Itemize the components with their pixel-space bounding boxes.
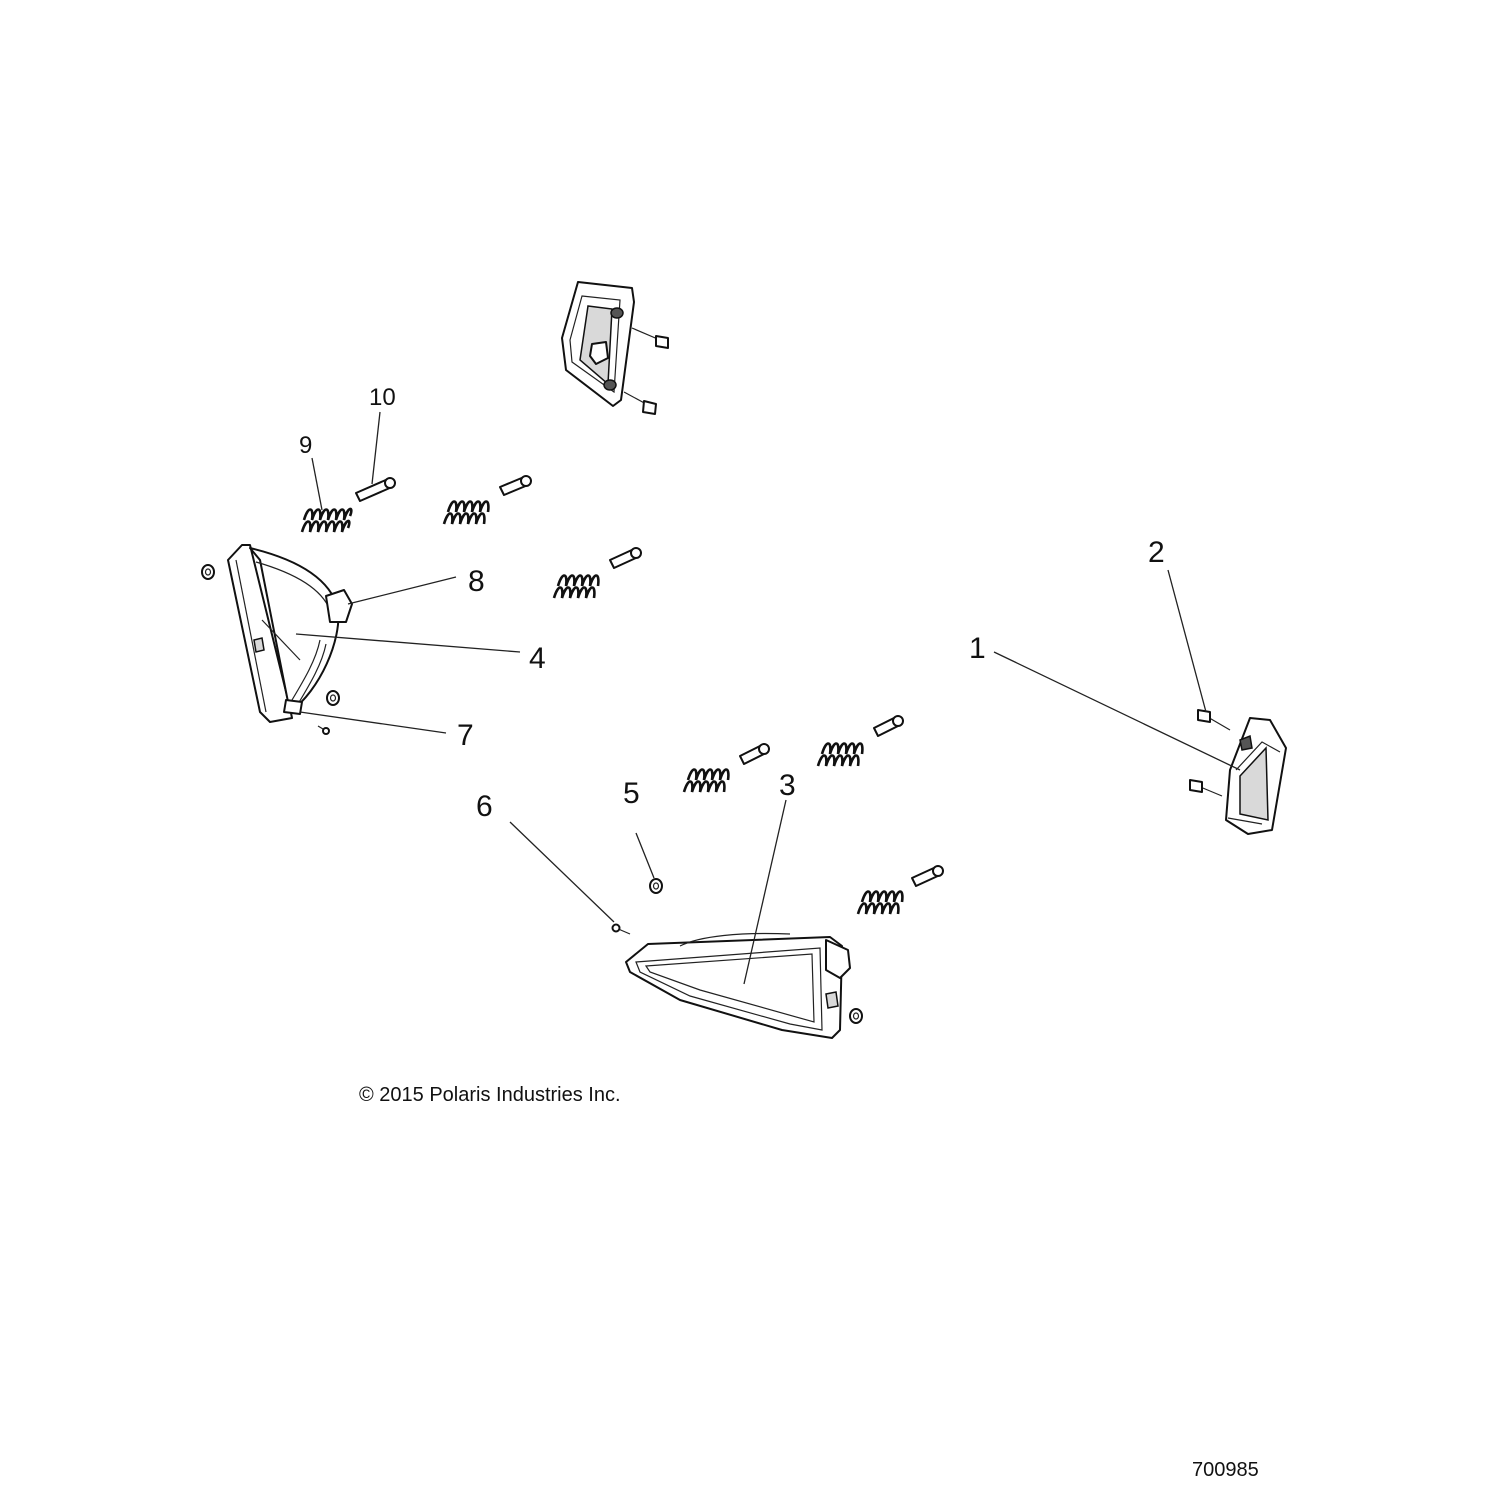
bracket-screw xyxy=(631,327,669,349)
figure-id: 700985 xyxy=(1192,1459,1259,1481)
callout-1: 1 xyxy=(969,632,986,665)
bracket-screw xyxy=(623,391,657,415)
left-headlamp xyxy=(227,544,353,723)
lamp-screw xyxy=(1197,709,1231,731)
callout-4: 4 xyxy=(529,642,546,675)
callout-6: 6 xyxy=(476,790,493,823)
headlamp-clip xyxy=(649,878,663,894)
leader-line-6 xyxy=(509,821,615,923)
leader-line-2 xyxy=(1167,569,1207,713)
callout-7: 7 xyxy=(457,719,474,752)
adjuster-spring xyxy=(442,500,490,525)
adjuster-spring xyxy=(300,507,353,533)
leader-line-3 xyxy=(743,799,787,985)
headlamp-screw xyxy=(317,725,330,735)
leader-line-5 xyxy=(635,832,655,879)
callout-5: 5 xyxy=(623,777,640,810)
adjuster-spring xyxy=(682,768,730,793)
adjuster-pin xyxy=(873,715,904,737)
leader-line-9 xyxy=(311,457,323,511)
adjuster-pin xyxy=(499,475,532,496)
right-side-lamp xyxy=(1225,717,1287,835)
callout-2: 2 xyxy=(1148,536,1165,569)
top-bracket xyxy=(561,281,635,407)
lamp-screw xyxy=(1189,779,1223,797)
leader-line-4 xyxy=(295,633,521,653)
callout-10: 10 xyxy=(369,384,396,411)
leader-line-10 xyxy=(371,411,381,485)
headlamp-clip xyxy=(849,1008,863,1024)
leader-line-8 xyxy=(347,576,457,605)
adjuster-pin xyxy=(355,477,396,502)
headlamp-clip xyxy=(201,564,215,580)
adjuster-pin xyxy=(609,547,642,569)
callout-8: 8 xyxy=(468,565,485,598)
copyright-notice: © 2015 Polaris Industries Inc. xyxy=(359,1084,621,1106)
adjuster-spring xyxy=(816,742,864,767)
adjuster-spring xyxy=(552,574,600,599)
leader-line-7 xyxy=(299,711,447,734)
adjuster-pin xyxy=(911,865,944,887)
adjuster-pin xyxy=(739,743,770,765)
headlamp-screw xyxy=(611,923,631,935)
headlamp-clip xyxy=(326,690,340,706)
lower-headlamp xyxy=(625,932,851,1039)
leader-line-1 xyxy=(993,651,1241,771)
callout-9: 9 xyxy=(299,432,312,459)
callout-3: 3 xyxy=(779,769,796,802)
adjuster-spring xyxy=(856,890,904,915)
